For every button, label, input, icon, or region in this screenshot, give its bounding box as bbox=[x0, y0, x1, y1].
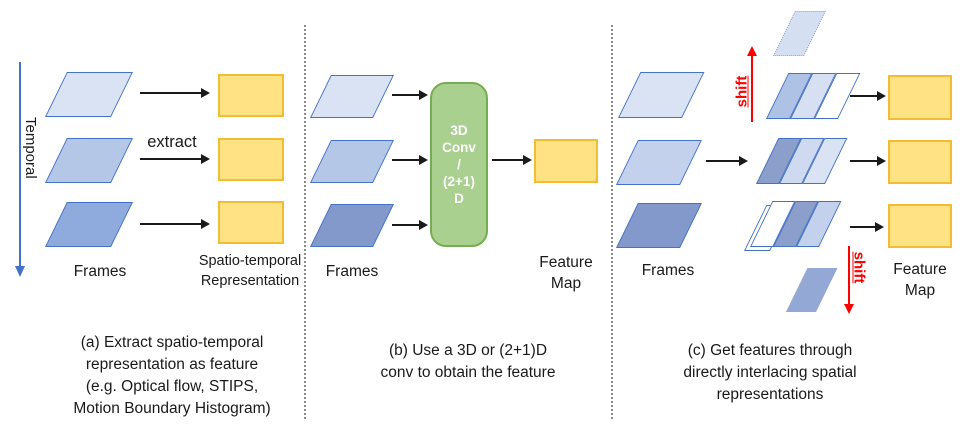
temporal-axis-arrowhead-icon bbox=[15, 266, 25, 277]
shifted-out-frame-dashed bbox=[786, 268, 838, 312]
shift-down-label: shift bbox=[850, 251, 868, 284]
arrow-right-icon bbox=[850, 155, 886, 167]
temporal-axis-arrow bbox=[19, 62, 21, 267]
frame-parallelogram bbox=[616, 140, 702, 185]
frame-parallelogram bbox=[45, 72, 133, 117]
arrow-right-icon bbox=[140, 87, 210, 99]
frame-parallelogram bbox=[45, 202, 133, 247]
frame-parallelogram bbox=[310, 140, 394, 183]
arrow-right-icon bbox=[140, 218, 210, 230]
interlaced-representation bbox=[756, 138, 848, 184]
representation-rect bbox=[218, 138, 284, 181]
conv-block: 3D Conv / (2+1) D bbox=[430, 82, 488, 247]
shift-up-label: shift bbox=[733, 75, 751, 108]
arrow-right-icon bbox=[492, 154, 532, 166]
arrow-right-icon bbox=[706, 155, 748, 167]
frames-label: Frames bbox=[325, 263, 379, 280]
arrow-right-icon bbox=[392, 154, 428, 166]
arrow-right-icon bbox=[850, 221, 884, 233]
feature-map-rect bbox=[534, 139, 598, 183]
frame-parallelogram bbox=[616, 203, 702, 248]
arrow-right-icon bbox=[392, 219, 428, 231]
panel-separator bbox=[611, 25, 613, 419]
shift-up-arrowhead-icon bbox=[747, 46, 757, 56]
frame-parallelogram bbox=[618, 72, 705, 118]
caption-b: (b) Use a 3D or (2+1)D conv to obtain th… bbox=[380, 342, 556, 381]
caption-c: (c) Get features through directly interl… bbox=[683, 342, 857, 403]
arrow-right-icon bbox=[850, 90, 886, 102]
spatio-temporal-representation-label: Spatio-temporal Representation bbox=[198, 253, 302, 289]
feature-map-label: Feature Map bbox=[539, 254, 593, 292]
caption-a: (a) Extract spatio-temporal representati… bbox=[73, 334, 271, 417]
feature-map-rect bbox=[888, 204, 952, 248]
temporal-axis-label: Temporal bbox=[22, 117, 39, 179]
representation-rect bbox=[218, 201, 284, 244]
interlaced-representation bbox=[766, 73, 861, 119]
panel-separator bbox=[304, 25, 306, 419]
frame-parallelogram bbox=[310, 204, 394, 247]
shift-down-arrowhead-icon bbox=[844, 304, 854, 314]
feature-map-label: Feature Map bbox=[893, 261, 947, 299]
extract-label: extract bbox=[147, 133, 197, 151]
shifted-out-frame-dashed bbox=[773, 11, 826, 56]
arrow-right-icon bbox=[140, 153, 210, 165]
shift-down-arrow bbox=[848, 246, 850, 306]
feature-map-rect bbox=[888, 75, 952, 120]
frame-parallelogram bbox=[45, 138, 133, 183]
representation-rect bbox=[218, 74, 284, 117]
frame-parallelogram bbox=[310, 75, 394, 118]
arrow-right-icon bbox=[392, 89, 428, 101]
shift-up-arrow bbox=[751, 55, 753, 122]
feature-map-rect bbox=[888, 140, 952, 184]
frames-label: Frames bbox=[73, 263, 127, 280]
frames-label: Frames bbox=[641, 262, 695, 279]
